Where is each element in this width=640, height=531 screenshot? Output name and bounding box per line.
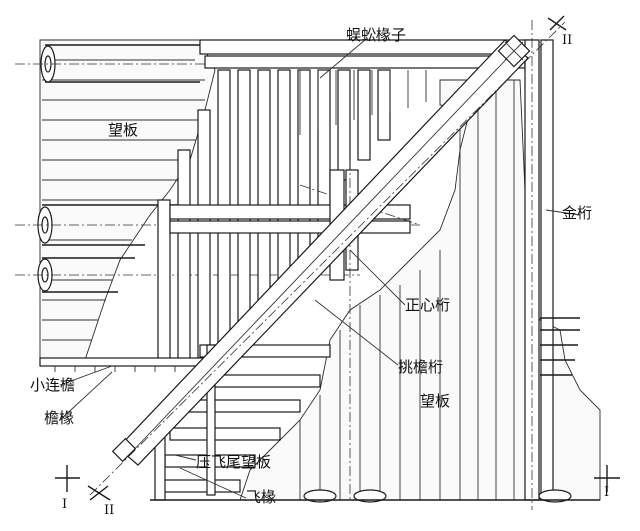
label-feichuan: 飞椽 — [246, 488, 276, 506]
hujiao-rafters-group — [199, 39, 531, 135]
label-tiaoyanheng: 挑檐桁 — [398, 358, 443, 376]
right-vertical-beams — [524, 20, 554, 510]
leader-lines — [59, 39, 581, 499]
section-mark-i-left: I — [62, 497, 67, 512]
vertical-rafters — [157, 69, 391, 361]
right-wangban-boards — [239, 79, 601, 501]
label-yanchuan: 檐椽 — [44, 409, 74, 427]
section-marks — [55, 15, 620, 501]
label-xiaolianyan: 小连檐 — [30, 376, 75, 394]
flying-rafters-group — [154, 344, 331, 501]
label-zhengxinheng: 正心桁 — [405, 296, 450, 314]
label-jinheng: 金桁 — [562, 204, 592, 222]
label-yafeiwei: 压飞尾望板 — [196, 453, 271, 471]
label-hujiao-rafters: 蜈蚣椽子 — [346, 26, 406, 44]
left-purlins — [15, 44, 420, 293]
section-mark-ii-bottom: II — [104, 503, 114, 518]
bottom-log-ends — [150, 489, 600, 503]
diagonal-hip-rafter — [89, 21, 566, 496]
section-mark-i-right: I — [604, 485, 609, 500]
label-wangban-left: 望板 — [108, 121, 138, 139]
section-mark-ii-top: II — [562, 33, 572, 48]
label-wangban-right: 望板 — [420, 392, 450, 410]
right-stepped-edge — [540, 317, 580, 376]
